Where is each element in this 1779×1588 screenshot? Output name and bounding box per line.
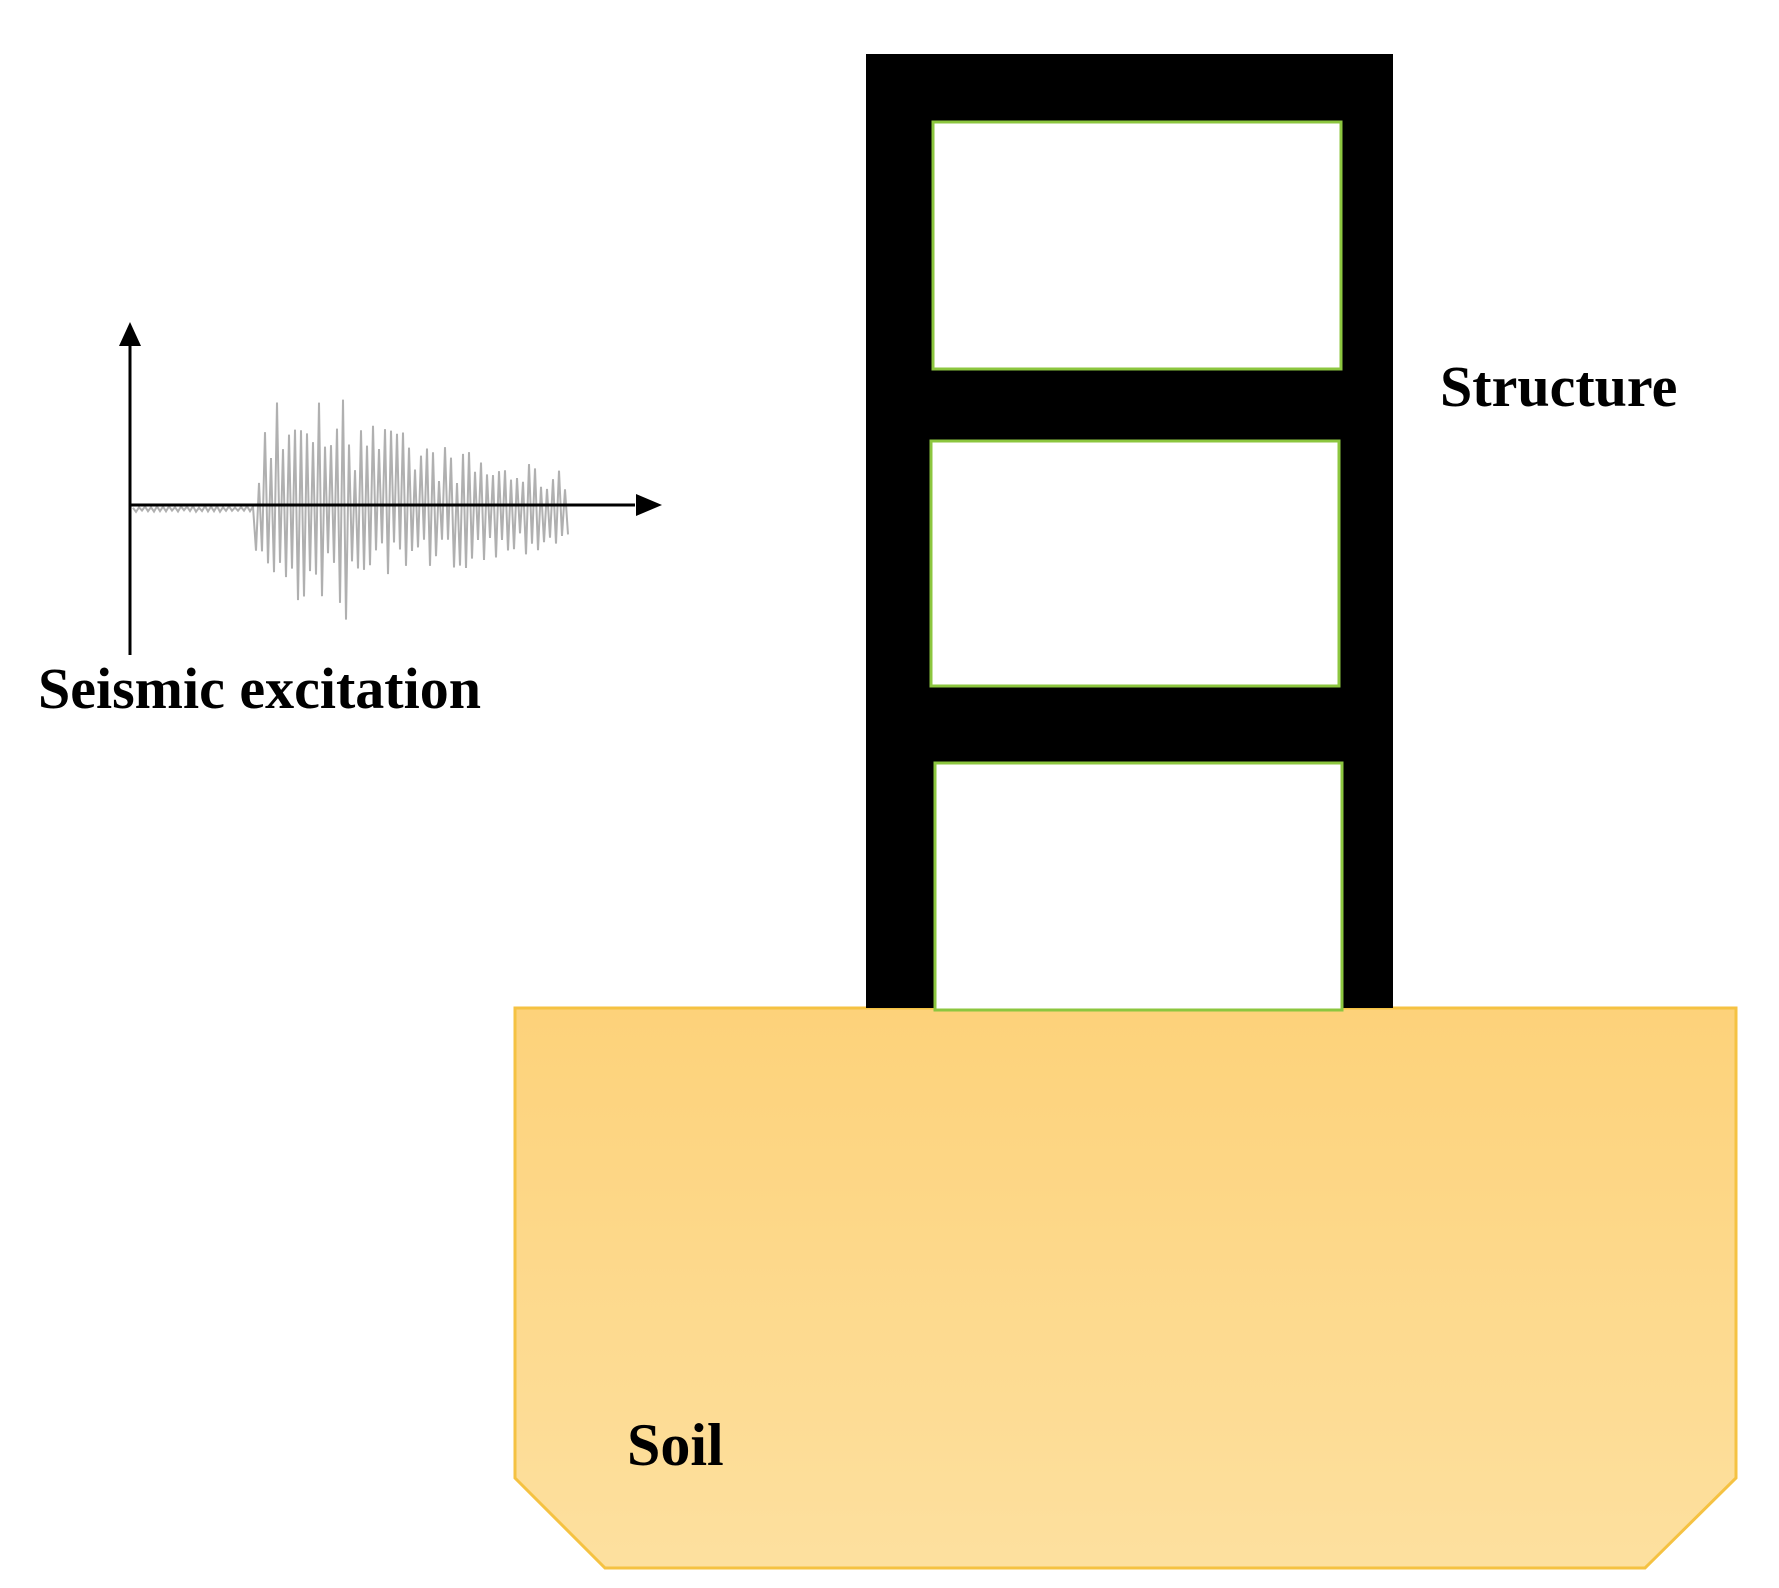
arrow-up-icon xyxy=(119,322,141,346)
soil-block xyxy=(513,1006,1738,1570)
arrow-right-icon xyxy=(636,494,662,516)
structure-room-middle xyxy=(929,439,1341,688)
structure-label: Structure xyxy=(1440,354,1678,419)
structure-room-bottom xyxy=(933,761,1344,1012)
structure-frame xyxy=(866,54,1393,1012)
seismic-signal-trace xyxy=(132,399,569,620)
soil-label: Soil xyxy=(627,1412,724,1478)
seismic-excitation-label: Seismic excitation xyxy=(38,656,481,721)
seismic-excitation-plot xyxy=(119,322,662,655)
structure-room-top xyxy=(931,120,1343,371)
